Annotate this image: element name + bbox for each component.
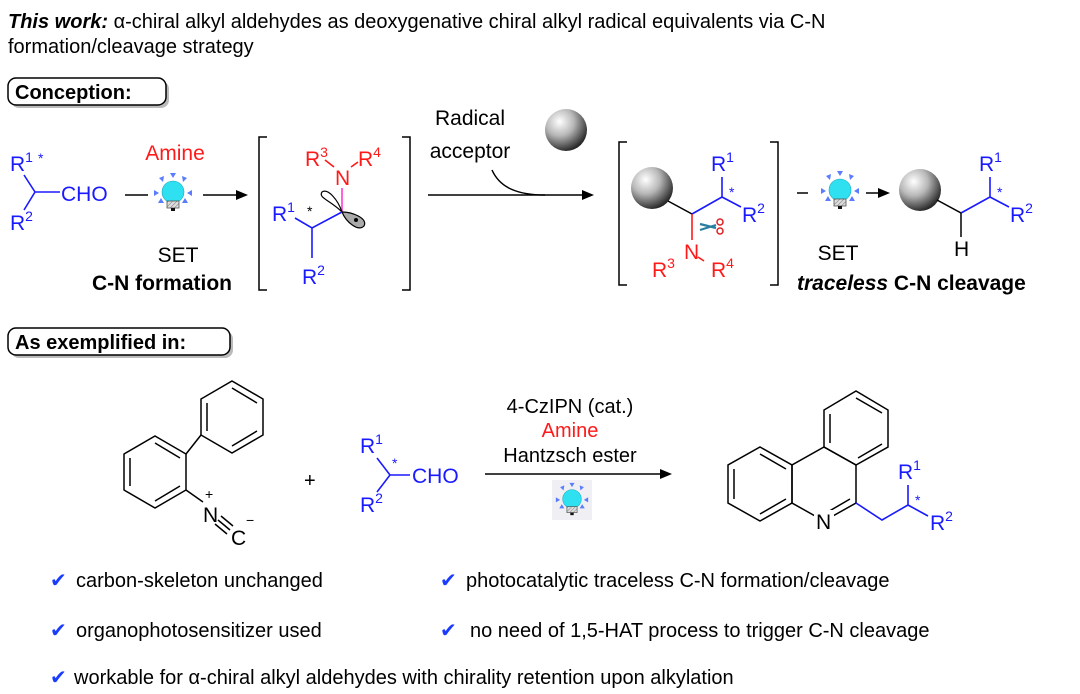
arrow-1 xyxy=(203,190,248,200)
title-line-1: This work: α-chiral alkyl aldehydes as d… xyxy=(8,11,825,33)
svg-text:*: * xyxy=(915,492,921,508)
svg-text:R3: R3 xyxy=(305,144,328,171)
radical-acceptor-sphere-icon xyxy=(545,109,587,151)
highlight-item: workable for α-chiral alkyl aldehydes wi… xyxy=(73,667,734,689)
svg-text:R2: R2 xyxy=(360,490,383,517)
svg-text:N: N xyxy=(335,167,350,190)
title-line-2: formation/cleavage strategy xyxy=(8,36,254,58)
svg-text:R4: R4 xyxy=(358,144,381,171)
exemplified-heading: As exemplified in: xyxy=(7,327,233,358)
radical-acceptor-sphere-icon xyxy=(631,167,673,209)
svg-text:R1: R1 xyxy=(360,431,383,458)
arrow-2 xyxy=(428,169,594,200)
svg-text:*: * xyxy=(38,150,44,166)
arrow-3 xyxy=(866,188,890,198)
svg-text:H: H xyxy=(954,238,969,261)
highlight-item: carbon-skeleton unchanged xyxy=(76,570,323,592)
svg-text:CHO: CHO xyxy=(412,465,459,488)
svg-text:N: N xyxy=(684,241,699,264)
svg-text:Conception:: Conception: xyxy=(15,82,132,104)
amine-reagent: Amine xyxy=(145,142,205,165)
catalyst-label: 4-CzIPN (cat.) xyxy=(507,396,634,418)
light-bulb-icon xyxy=(820,170,860,210)
set-label-1: SET xyxy=(158,244,199,267)
svg-text:R1: R1 xyxy=(272,199,295,226)
svg-text:R1: R1 xyxy=(898,457,921,484)
svg-text:R3: R3 xyxy=(652,255,675,282)
check-icon: ✔ xyxy=(50,620,67,642)
set-label-2: SET xyxy=(818,242,859,265)
svg-text:*: * xyxy=(307,203,313,219)
svg-text:−: − xyxy=(246,512,254,528)
acceptor-label: acceptor xyxy=(430,140,511,163)
hantzsch-ester-label: Hantzsch ester xyxy=(503,445,637,467)
svg-text:*: * xyxy=(729,184,735,200)
intermediate-adduct: R1 * R2 N R3 R4 xyxy=(618,141,779,286)
highlight-item: organophotosensitizer used xyxy=(76,620,322,642)
svg-text:R1: R1 xyxy=(711,149,734,176)
svg-text:R1: R1 xyxy=(979,149,1002,176)
svg-text:+: + xyxy=(205,486,213,502)
svg-text:N: N xyxy=(203,504,218,527)
light-bulb-icon xyxy=(153,172,193,212)
check-icon: ✔ xyxy=(50,570,67,592)
radical-label: Radical xyxy=(435,107,505,130)
check-icon: ✔ xyxy=(50,667,67,689)
svg-text:R1: R1 xyxy=(10,149,33,176)
phenanthridine-product: N R1 * R2 xyxy=(727,390,953,535)
check-icon: ✔ xyxy=(440,570,457,592)
svg-text:R2: R2 xyxy=(10,208,33,235)
traceless-cn-cleavage-label: traceless C-N cleavage xyxy=(797,272,1026,295)
svg-text:C: C xyxy=(231,527,246,550)
amine-label: Amine xyxy=(542,420,599,442)
alkylated-product: H R1 * R2 xyxy=(899,149,1033,261)
highlight-item: photocatalytic traceless C-N formation/c… xyxy=(466,570,890,592)
svg-text:R2: R2 xyxy=(742,200,765,227)
radical-acceptor-sphere-icon xyxy=(899,169,941,211)
biaryl-isocyanide: N + C − xyxy=(123,380,264,550)
svg-text:*: * xyxy=(997,184,1003,200)
scissors-icon xyxy=(699,218,724,235)
svg-text:*: * xyxy=(392,455,398,471)
reaction-arrow xyxy=(485,469,672,479)
svg-text:R2: R2 xyxy=(1010,200,1033,227)
cn-formation-label: C-N formation xyxy=(92,272,232,295)
svg-text:As exemplified in:: As exemplified in: xyxy=(15,332,186,354)
chiral-aldehyde: R1 * CHO R2 xyxy=(10,149,108,235)
svg-text:N: N xyxy=(816,511,831,534)
intermediate-alpha-amino-radical: R3 R4 N R1 * R2 xyxy=(258,136,411,291)
svg-text:R2: R2 xyxy=(930,508,953,535)
check-icon: ✔ xyxy=(440,620,457,642)
svg-text:CHO: CHO xyxy=(61,183,108,206)
highlight-list: ✔ carbon-skeleton unchanged ✔ photocatal… xyxy=(50,570,930,689)
chiral-aldehyde: R1 * CHO R2 xyxy=(360,431,459,517)
highlight-item: no need of 1,5-HAT process to trigger C-… xyxy=(470,620,930,642)
svg-text:R4: R4 xyxy=(711,255,734,282)
svg-text:R2: R2 xyxy=(302,262,325,289)
plus-sign: + xyxy=(304,470,316,492)
conception-heading: Conception: xyxy=(7,77,169,108)
